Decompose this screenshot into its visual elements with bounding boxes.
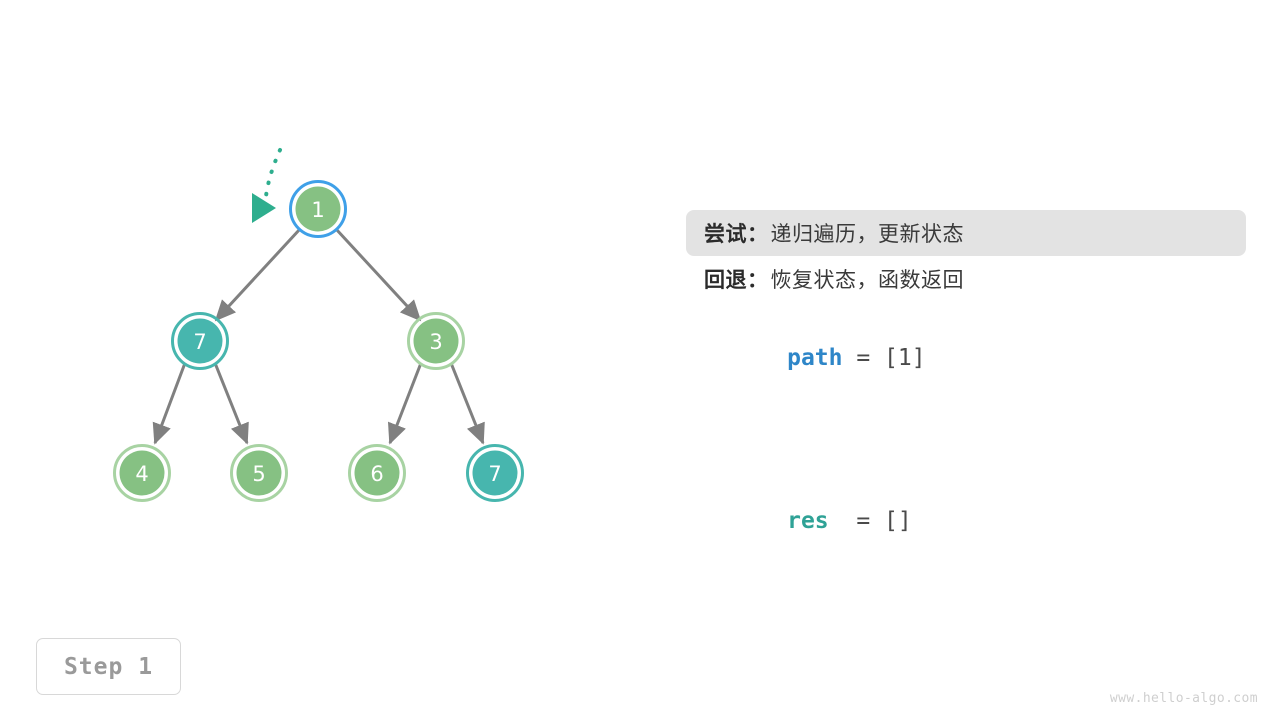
- code-line-path: path = [1]: [686, 324, 1246, 393]
- node-circle: [413, 318, 459, 364]
- hint-row-backtrack: 回退： 恢复状态，函数返回: [686, 256, 1246, 302]
- node-circle: [177, 318, 223, 364]
- site-watermark: www.hello-algo.com: [1110, 691, 1258, 706]
- node-circle: [236, 450, 282, 496]
- edge-1-to-7l: [214, 227, 302, 322]
- node-ring: [171, 312, 229, 370]
- tree-node-3[interactable]: 3: [407, 312, 465, 370]
- hint-value-try: 递归遍历，更新状态: [770, 223, 964, 246]
- hint-row-try: 尝试： 递归遍历，更新状态: [686, 210, 1246, 256]
- tree-node-1[interactable]: 1: [289, 180, 347, 238]
- variable-value-path: = [1]: [842, 345, 926, 371]
- recursion-entry-pointer: [252, 148, 282, 223]
- node-ring: [230, 444, 288, 502]
- pointer-arrowhead-icon: [252, 193, 276, 223]
- edge-3-to-7r: [449, 362, 485, 445]
- node-ring: [113, 444, 171, 502]
- node-circle: [354, 450, 400, 496]
- tree-edges: [152, 227, 485, 445]
- tree-node-6[interactable]: 6: [348, 444, 406, 502]
- hint-key-backtrack: 回退：: [704, 269, 769, 292]
- node-value: 5: [252, 462, 265, 486]
- node-value: 7: [488, 462, 501, 486]
- edge-7l-to-5: [213, 362, 249, 445]
- node-ring: [289, 180, 347, 238]
- hint-key-try: 尝试：: [704, 223, 769, 246]
- node-value: 3: [429, 330, 442, 354]
- binary-tree-diagram: 1 7 3 4 5: [113, 148, 524, 502]
- tree-node-4[interactable]: 4: [113, 444, 171, 502]
- code-line-res: res = []: [686, 487, 1246, 556]
- node-circle: [295, 186, 341, 232]
- node-circle: [472, 450, 518, 496]
- tree-node-7-left[interactable]: 7: [171, 312, 229, 370]
- variable-value-res: = []: [828, 508, 912, 534]
- variable-name-res: res: [787, 508, 829, 534]
- node-ring: [407, 312, 465, 370]
- variable-name-path: path: [787, 345, 843, 371]
- tree-nodes: 1 7 3 4 5: [113, 180, 524, 502]
- node-ring: [348, 444, 406, 502]
- node-ring: [466, 444, 524, 502]
- tree-node-7-right[interactable]: 7: [466, 444, 524, 502]
- node-value: 6: [370, 462, 383, 486]
- step-badge-label: Step 1: [63, 653, 154, 680]
- edge-7l-to-4: [152, 362, 187, 445]
- edge-3-to-6: [387, 362, 423, 445]
- pointer-dotted-path: [264, 148, 282, 198]
- step-badge: Step 1: [36, 638, 181, 695]
- node-value: 4: [135, 462, 148, 486]
- node-value: 7: [193, 330, 206, 354]
- watermark-text: www.hello-algo.com: [1109, 691, 1258, 706]
- node-circle: [119, 450, 165, 496]
- hint-value-backtrack: 恢复状态，函数返回: [770, 269, 964, 292]
- node-value: 1: [311, 198, 324, 222]
- tree-node-5[interactable]: 5: [230, 444, 288, 502]
- explanation-panel: 尝试： 递归遍历，更新状态 回退： 恢复状态，函数返回 path = [1] r…: [686, 210, 1246, 556]
- edge-1-to-3: [334, 227, 422, 322]
